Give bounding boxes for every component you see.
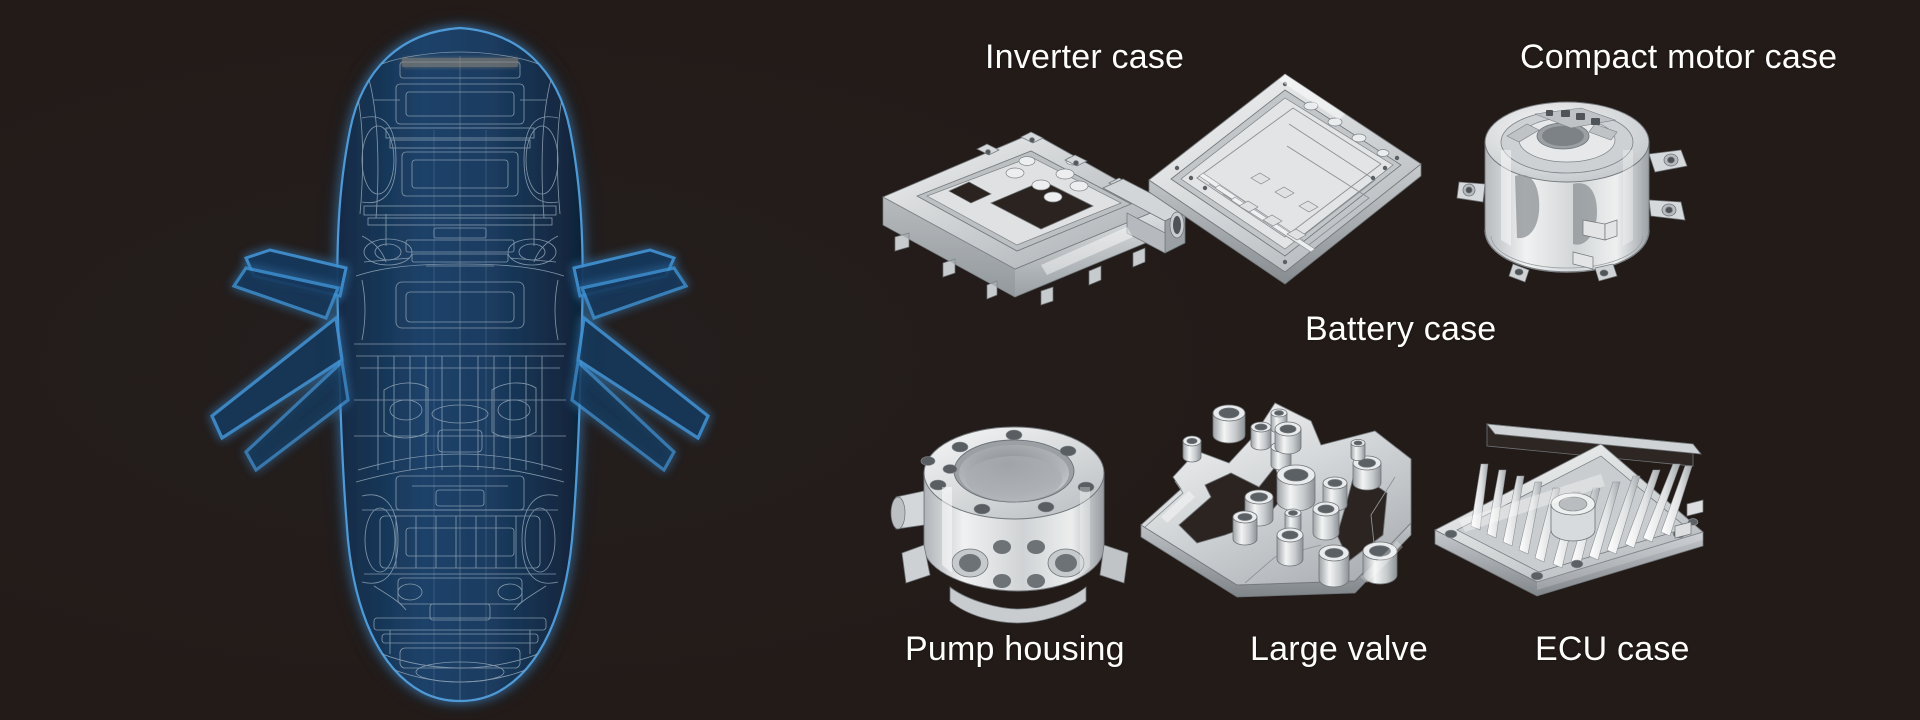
part-inverter-case[interactable] [865, 75, 1195, 325]
ecu-case-geometry [1434, 423, 1704, 597]
car-internal-wireframe [354, 51, 566, 700]
compact-motor-case-geometry [1456, 101, 1688, 283]
inverter-case-geometry [881, 131, 1186, 306]
battery-case-geometry [1148, 73, 1422, 285]
car-roof-accent [402, 58, 518, 67]
part-compact-motor-case[interactable] [1445, 80, 1695, 300]
pump-housing-geometry [890, 426, 1129, 624]
part-label-large-valve: Large valve [1250, 630, 1428, 668]
part-label-ecu-case: ECU case [1535, 630, 1690, 668]
part-battery-case[interactable] [1135, 60, 1435, 300]
part-label-battery-case: Battery case [1305, 310, 1497, 348]
part-large-valve[interactable] [1125, 385, 1425, 625]
part-label-inverter-case: Inverter case [985, 38, 1185, 76]
car-side-beams [210, 266, 710, 473]
car-wireframe-panel [150, 0, 770, 720]
part-label-compact-motor-case: Compact motor case [1520, 38, 1838, 76]
part-ecu-case[interactable] [1425, 400, 1715, 615]
car-wireframe-top-view [210, 26, 710, 703]
part-pump-housing[interactable] [890, 395, 1140, 625]
large-valve-geometry [1140, 402, 1412, 598]
parts-gallery: Inverter case [880, 0, 1920, 720]
part-label-pump-housing: Pump housing [905, 630, 1125, 668]
